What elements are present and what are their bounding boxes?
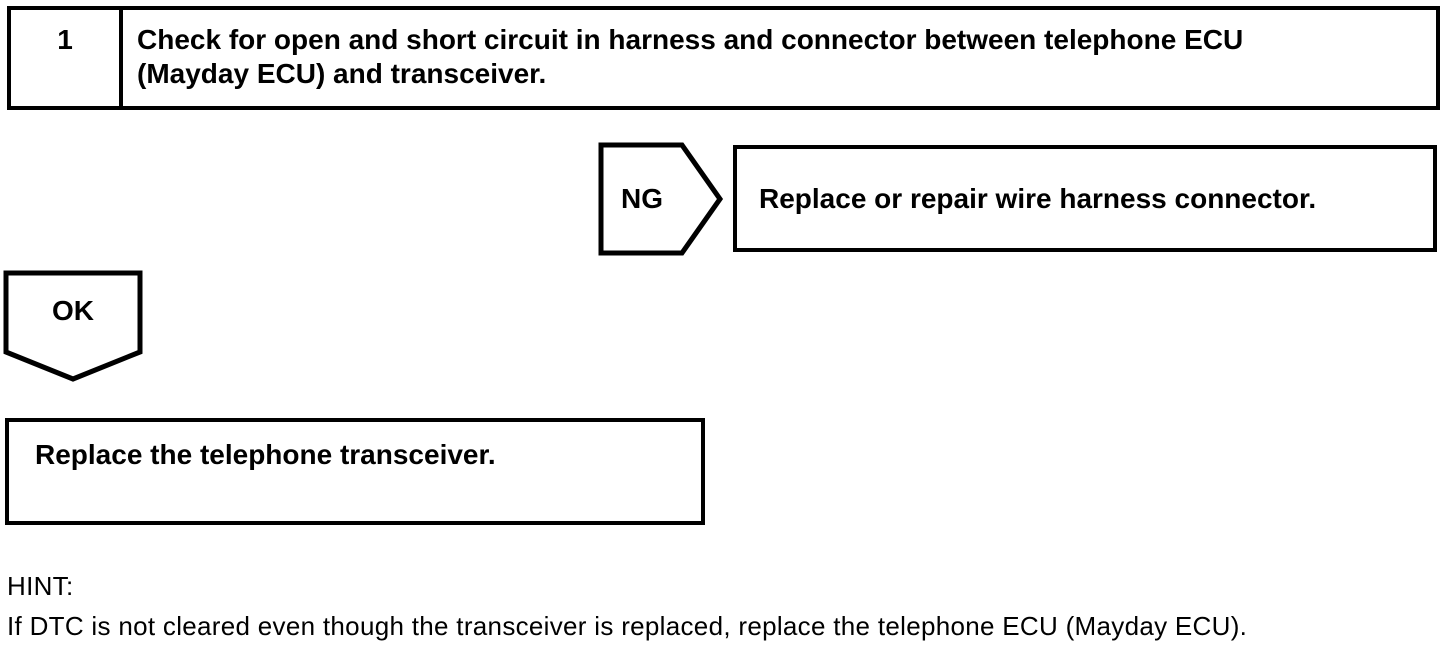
ng-action-box: Replace or repair wire harness connector… bbox=[733, 145, 1437, 252]
hint-text: If DTC is not cleared even though the tr… bbox=[7, 611, 1248, 641]
step-box: 1 Check for open and short circuit in ha… bbox=[7, 6, 1440, 110]
ng-connector: NG bbox=[598, 142, 724, 256]
step-number: 1 bbox=[57, 24, 73, 55]
result-text: Replace the telephone transceiver. bbox=[35, 439, 496, 470]
ng-label: NG bbox=[621, 183, 663, 214]
ok-connector: OK bbox=[3, 270, 143, 382]
ng-arrow-shape bbox=[598, 142, 724, 256]
step-number-cell: 1 bbox=[11, 10, 123, 106]
ng-action-text: Replace or repair wire harness connector… bbox=[759, 182, 1317, 214]
ok-arrow-shape bbox=[3, 270, 143, 382]
step-instruction: Check for open and short circuit in harn… bbox=[137, 24, 1244, 89]
result-box: Replace the telephone transceiver. bbox=[5, 418, 705, 525]
hint-block: HINT: If DTC is not cleared even though … bbox=[7, 566, 1247, 646]
ok-label: OK bbox=[52, 295, 94, 326]
hint-label: HINT: bbox=[7, 571, 74, 601]
